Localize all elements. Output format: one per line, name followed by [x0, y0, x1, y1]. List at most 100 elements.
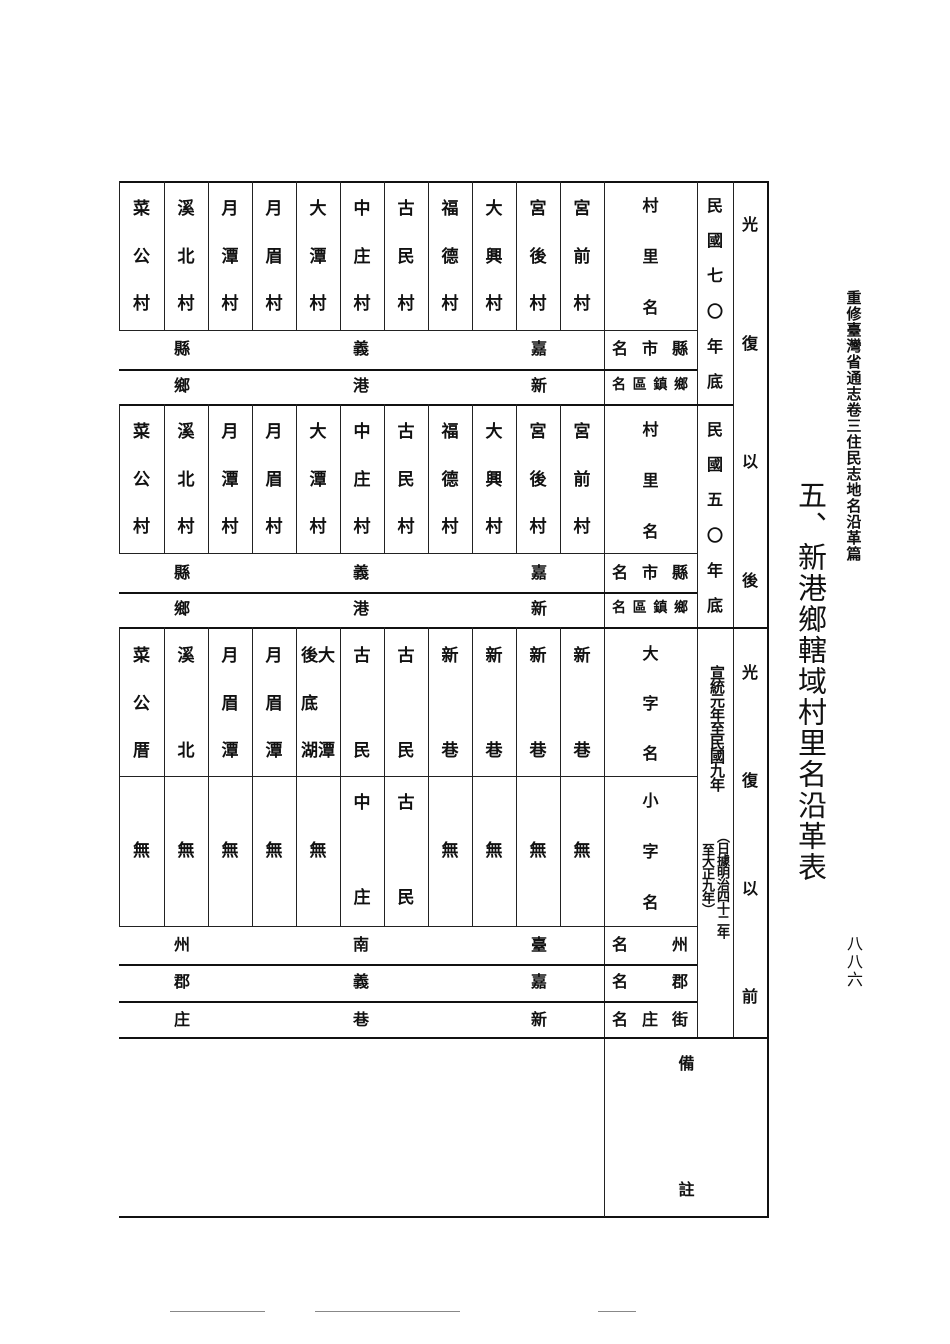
oaza-cell: 月眉潭: [265, 646, 283, 761]
column-divider: [428, 404, 429, 553]
label-remarks: 備註: [678, 1054, 695, 1199]
oaza-cell: 新巷: [529, 646, 547, 761]
section-title: 五、新港鄉轄域村里名沿革表: [790, 480, 830, 883]
koaza-cell: 中庄: [353, 793, 371, 908]
village-cell: 菜公村: [133, 422, 150, 537]
column-divider: [516, 627, 517, 926]
column-divider: [384, 404, 385, 553]
prefecture-char: 州: [174, 935, 191, 954]
column-divider: [560, 627, 561, 926]
column-divider: [472, 181, 473, 330]
county-char: 嘉: [531, 563, 548, 582]
koaza-cell: 無: [485, 840, 503, 861]
village-cell: 中庄村: [353, 422, 371, 537]
koaza-cell: 無: [177, 840, 195, 861]
label-village-name-1950s: 村里名: [642, 420, 659, 541]
township-char: 新: [531, 599, 548, 618]
village-cell: 大潭村: [309, 422, 327, 537]
koaza-cell: 無: [309, 840, 327, 861]
street-char: 庄: [174, 1010, 191, 1029]
county-char: 義: [353, 339, 370, 358]
label-oaza-name: 大字名: [642, 644, 659, 763]
prefecture-char: 南: [353, 935, 370, 954]
township-char: 鄉: [174, 376, 191, 395]
column-divider: [296, 627, 297, 926]
column-divider: [164, 627, 165, 926]
gun-char: 郡: [174, 972, 191, 991]
before-retrocession: 光復以前: [741, 663, 758, 1006]
village-cell: 大興村: [485, 422, 503, 537]
column-divider: [208, 181, 209, 330]
column-divider: [164, 181, 165, 330]
village-cell: 宮前村: [573, 422, 591, 537]
county-char: 縣: [174, 339, 191, 358]
county-char: 義: [353, 563, 370, 582]
label-county-city-1950s: 名市縣: [612, 563, 688, 582]
village-cell: 大興村: [485, 199, 503, 314]
column-divider: [340, 627, 341, 926]
column-divider: [208, 627, 209, 926]
column-divider: [472, 404, 473, 553]
column-divider: [516, 404, 517, 553]
label-street: 名庄街: [612, 1010, 688, 1029]
column-divider: [340, 181, 341, 330]
oaza-cell: 月眉潭: [221, 646, 239, 761]
township-char: 新: [531, 376, 548, 395]
period-xuantong-note-a: （日據明治四十二年: [714, 830, 729, 938]
gun-char: 義: [353, 972, 370, 991]
prefecture-char: 臺: [531, 935, 548, 954]
label-county-city-1970s: 名市縣: [612, 339, 688, 358]
township-char: 港: [353, 376, 370, 395]
section-title-text: 五、新港鄉轄域村里名沿革表: [793, 480, 828, 883]
village-cell: 宮後村: [529, 199, 547, 314]
oaza-cell: 新巷: [573, 646, 591, 761]
column-divider: [164, 404, 165, 553]
column-divider: [384, 181, 385, 330]
column-divider: [252, 404, 253, 553]
column-divider: [560, 181, 561, 330]
oaza-cell: 古民: [353, 646, 371, 761]
village-cell: 福德村: [441, 422, 459, 537]
koaza-cell: 古民: [397, 793, 415, 908]
village-cell: 古民村: [397, 422, 415, 537]
koaza-cell: 無: [441, 840, 459, 861]
koaza-cell: 無: [573, 840, 591, 861]
oaza-cell: 新巷: [485, 646, 503, 761]
koaza-cell: 無: [133, 840, 150, 861]
label-village-name-1970s: 村里名: [642, 196, 659, 317]
label-township-1950s: 名區鎮鄉: [612, 600, 688, 616]
village-cell: 溪北村: [177, 422, 195, 537]
page-number: 八八六: [843, 935, 863, 989]
running-title-text: 重修臺灣省通志卷三住民志地名沿革篇: [844, 290, 863, 562]
county-char: 縣: [174, 563, 191, 582]
village-cell: 月眉村: [265, 422, 283, 537]
village-cell: 溪北村: [177, 199, 195, 314]
label-koaza-name: 小字名: [642, 791, 659, 912]
oaza-cell: 古民: [397, 646, 415, 761]
oaza-cell: 後底湖大 潭: [301, 646, 335, 761]
label-gun: 名郡: [612, 972, 688, 991]
after-retrocession: 光復以後: [741, 215, 758, 590]
oaza-cell: 新巷: [441, 646, 459, 761]
column-divider: [560, 404, 561, 553]
column-divider: [428, 181, 429, 330]
village-cell: 中庄村: [353, 199, 371, 314]
village-cell: 大潭村: [309, 199, 327, 314]
column-divider: [296, 404, 297, 553]
column-divider: [428, 627, 429, 926]
label-township-1970s: 名區鎮鄉: [612, 377, 688, 393]
koaza-cell: 無: [529, 840, 547, 861]
village-cell: 宮前村: [573, 199, 591, 314]
period-xuantong: 宣統元年至民國九年 （日據明治四十二年 至大正九年）: [697, 665, 733, 1025]
street-char: 巷: [353, 1010, 370, 1029]
gun-char: 嘉: [531, 972, 548, 991]
oaza-cell: 溪北: [177, 646, 195, 761]
column-divider: [252, 627, 253, 926]
period-1970s: 民國七〇年底: [706, 196, 723, 391]
street-char: 新: [531, 1010, 548, 1029]
village-cell: 月潭村: [221, 422, 239, 537]
period-xuantong-text: 宣統元年至民國九年: [708, 665, 726, 791]
period-1950s: 民國五〇年底: [706, 420, 723, 615]
column-divider: [296, 181, 297, 330]
running-title: 重修臺灣省通志卷三住民志地名沿革篇: [843, 290, 863, 562]
